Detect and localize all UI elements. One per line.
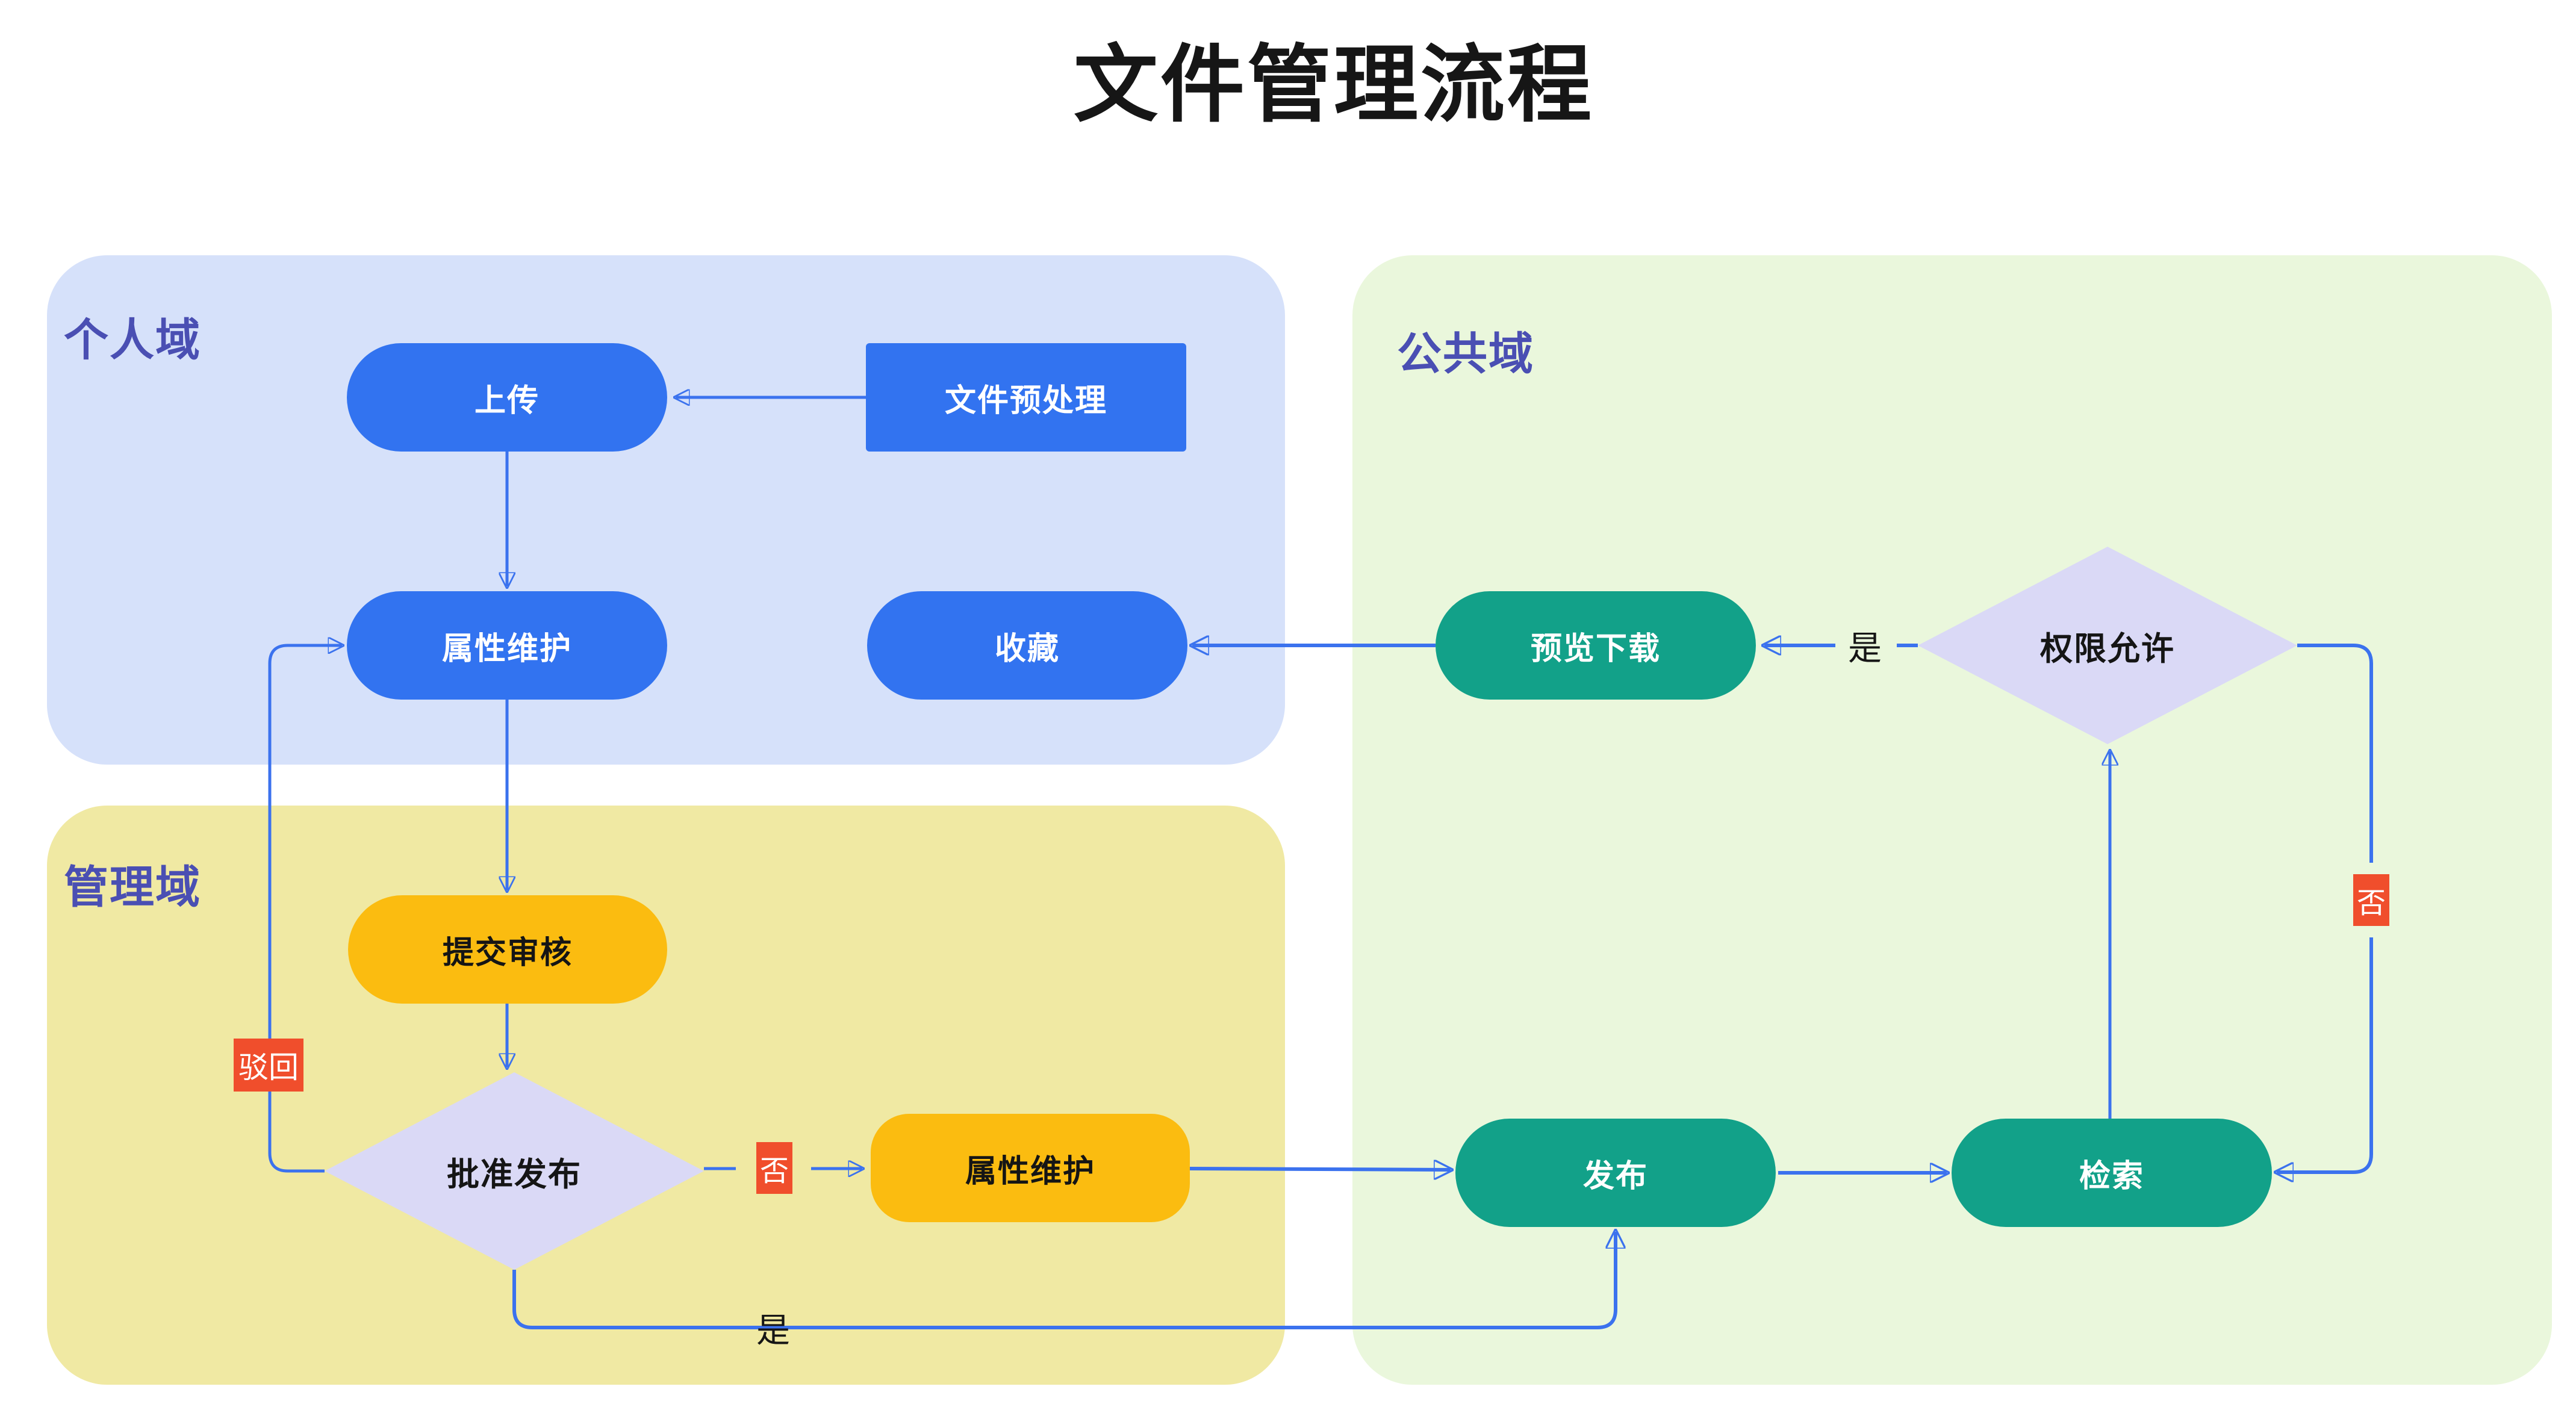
badge-no-approve: 否 — [756, 1142, 792, 1194]
zone-personal-label: 个人域 — [64, 315, 201, 365]
node-attr-maintain-admin: 属性维护 — [871, 1114, 1190, 1222]
node-preview-download: 预览下载 — [1436, 591, 1756, 700]
badge-no-permission: 否 — [2353, 874, 2389, 926]
node-preprocess: 文件预处理 — [866, 343, 1186, 452]
label-yes-approve: 是 — [756, 1311, 790, 1349]
edge-permission-no-b — [2277, 937, 2373, 1172]
page-title: 文件管理流程 — [1073, 37, 1594, 132]
edge-permission-no-a — [2297, 644, 2373, 863]
node-attr-maintain-personal: 属性维护 — [347, 591, 667, 700]
node-retrieve: 检索 — [1952, 1119, 2272, 1227]
zone-public-label: 公共域 — [1397, 329, 1534, 379]
node-favorite: 收藏 — [867, 591, 1187, 700]
node-submit-review: 提交审核 — [348, 895, 667, 1004]
zone-management-label: 管理域 — [64, 862, 201, 912]
badge-reject: 驳回 — [234, 1039, 303, 1092]
edge-reject-loop — [268, 645, 342, 1173]
node-publish: 发布 — [1455, 1119, 1776, 1227]
label-yes-permission: 是 — [1844, 624, 1885, 667]
node-upload: 上传 — [347, 343, 667, 452]
zone-management — [47, 806, 1285, 1385]
edge-attr2-to-publish — [1189, 1169, 1451, 1170]
edge-approve-yes-to-publish — [512, 1232, 1616, 1329]
